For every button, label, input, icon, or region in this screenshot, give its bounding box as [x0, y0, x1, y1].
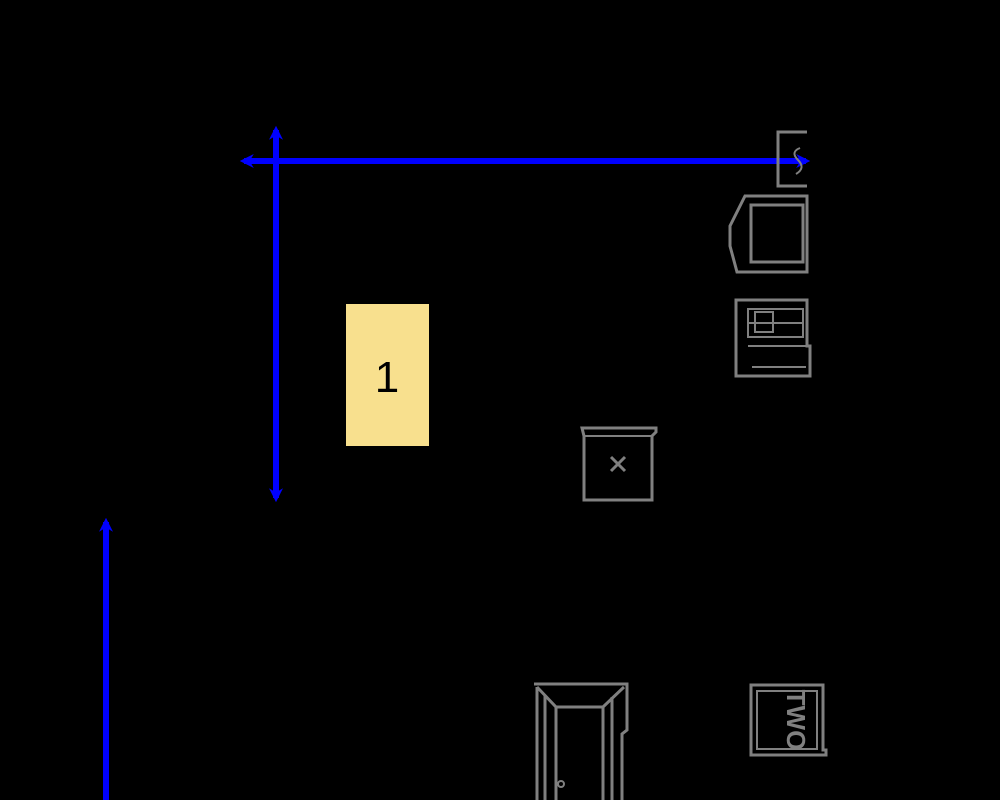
- desk-icon: [580, 426, 658, 502]
- room-label-number: 1: [375, 353, 399, 402]
- room-label-box: [346, 304, 429, 446]
- room-label: 1: [346, 304, 429, 446]
- wall-switch-icon: [776, 130, 807, 188]
- cabinet-icon: [728, 194, 809, 274]
- sign-label: TWO: [781, 690, 811, 751]
- route-lines: [99, 125, 811, 800]
- printer-icon: [734, 298, 812, 378]
- door-icon: [534, 682, 629, 800]
- sign-icon: TWO: [749, 683, 828, 757]
